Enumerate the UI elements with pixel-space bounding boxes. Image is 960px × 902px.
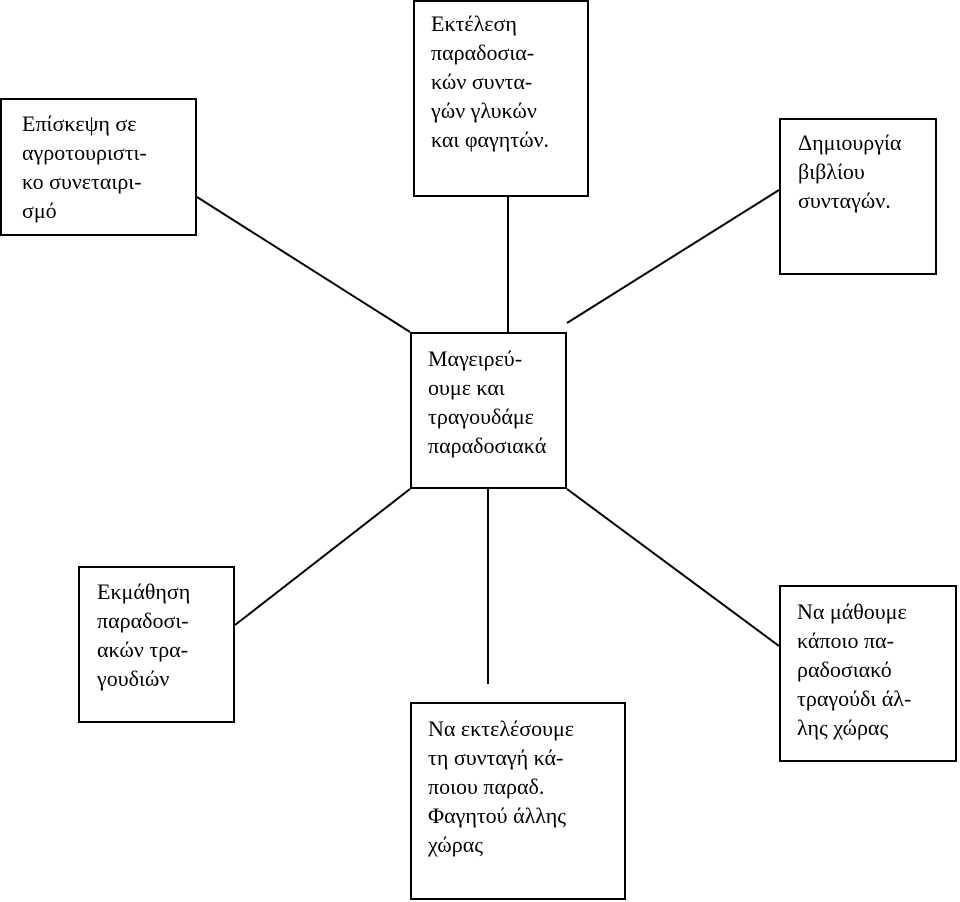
traditional-songs-line: γουδιών [97,666,170,691]
farm-visit-box: Επίσκεψη σε αγροτουριστι- κο συνεταιρι- … [0,98,197,236]
foreign-song-line: κάποιο πα- [797,628,894,653]
foreign-song-line: Να μάθουμε [797,599,907,624]
farm-visit-line: Επίσκεψη σε [22,111,137,136]
traditional-recipes-box: Εκτέλεση παραδοσια- κών συντα- γών γλυκώ… [413,0,589,197]
foreign-song-box: Να μάθουμε κάποιο πα- ραδοσιακό τραγούδι… [779,585,957,762]
recipe-book-box: Δημιουργία βιβλίου συνταγών. [779,118,937,275]
central-topic-line: ουμε και [428,375,505,400]
central-topic-box: Μαγειρεύ- ουμε και τραγουδάμε παραδοσιακ… [410,332,567,489]
traditional-songs-box: Εκμάθηση παραδοσι- ακών τρα- γουδιών [78,566,235,723]
foreign-recipe-line: ποιου παραδ. [428,774,545,799]
traditional-recipes-line: και φαγητών. [431,127,550,152]
foreign-recipe-line: τη συνταγή κά- [428,745,564,770]
recipe-book-line: συνταγών. [798,188,891,213]
central-topic-line: τραγουδάμε [428,404,534,429]
central-topic-line: παραδοσιακά [428,433,547,458]
traditional-recipes-line: παραδοσια- [431,40,535,65]
foreign-song-line: ραδοσιακό [797,657,892,682]
foreign-song-line: λης χώρας [797,715,889,740]
foreign-recipe-line: Φαγητού άλλης [428,803,566,828]
connector-foreign [566,488,780,647]
farm-visit-line: σμό [22,198,57,223]
traditional-songs-line: ακών τρα- [97,637,189,662]
traditional-recipes-line: γών γλυκών [431,98,537,123]
foreign-recipe-box: Να εκτελέσουμε τη συνταγή κά- ποιου παρα… [410,702,626,900]
traditional-recipes-line: Εκτέλεση [431,11,517,36]
traditional-songs-line: Εκμάθηση [97,579,191,604]
recipe-book-line: Δημιουργία [798,130,902,155]
traditional-songs-line: παραδοσι- [97,608,189,633]
central-topic-line: Μαγειρεύ- [428,346,523,371]
connector-book [566,189,780,324]
recipe-book-line: βιβλίου [798,159,865,184]
foreign-song-line: τραγούδι άλ- [797,686,912,711]
connector-farm [196,196,411,333]
farm-visit-line: αγροτουριστι- [22,140,147,165]
connector-songs [234,488,411,626]
foreign-recipe-line: χώρας [428,832,483,857]
farm-visit-line: κο συνεταιρι- [22,169,142,194]
foreign-recipe-line: Να εκτελέσουμε [428,716,575,741]
traditional-recipes-line: κών συντα- [431,69,533,94]
